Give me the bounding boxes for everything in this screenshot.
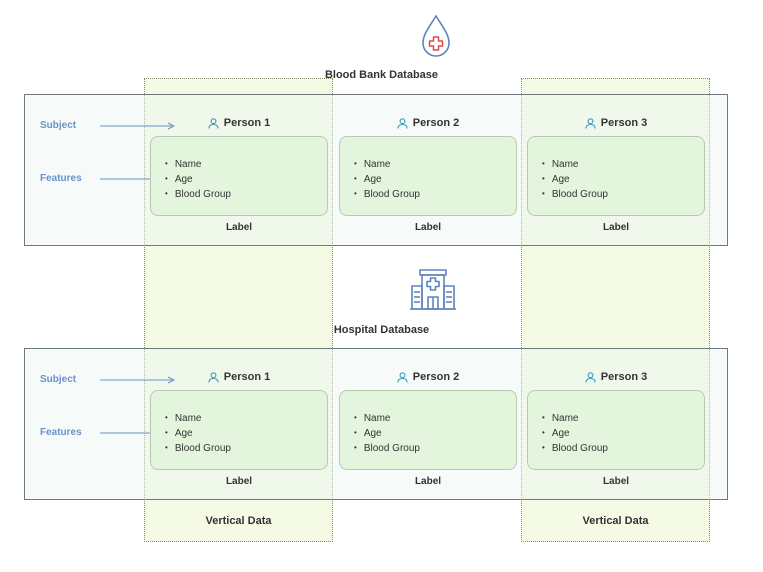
feature-item: Name <box>542 157 704 172</box>
person-header: Person 1 <box>150 371 328 383</box>
feature-item: Blood Group <box>354 441 516 456</box>
person-header: Person 3 <box>527 371 705 383</box>
features-card: Name Age Blood Group <box>527 390 705 470</box>
features-card: Name Age Blood Group <box>339 390 517 470</box>
subject-label: Subject <box>40 120 176 131</box>
feature-item: Age <box>354 426 516 441</box>
feature-item: Blood Group <box>165 187 327 202</box>
feature-item: Name <box>354 157 516 172</box>
person-icon <box>208 371 219 383</box>
person-name: Person 2 <box>412 371 460 383</box>
features-card: Name Age Blood Group <box>339 136 517 216</box>
person-name: Person 3 <box>600 371 648 383</box>
label-text: Label <box>414 222 442 233</box>
label-text: Label <box>225 476 253 487</box>
person-name: Person 3 <box>600 117 648 129</box>
person-header: Person 1 <box>150 117 328 129</box>
feature-item: Age <box>165 172 327 187</box>
feature-item: Age <box>165 426 327 441</box>
person-icon <box>585 117 596 129</box>
person-name: Person 1 <box>223 371 271 383</box>
feature-item: Age <box>354 172 516 187</box>
label-text: Label <box>225 222 253 233</box>
arrow-right-icon <box>100 122 176 129</box>
person-icon <box>397 371 408 383</box>
features-card: Name Age Blood Group <box>527 136 705 216</box>
subject-label: Subject <box>40 374 176 385</box>
feature-item: Blood Group <box>542 187 704 202</box>
features-card: Name Age Blood Group <box>150 390 328 470</box>
person-header: Person 3 <box>527 117 705 129</box>
feature-item: Name <box>165 411 327 426</box>
person-icon <box>397 117 408 129</box>
features-label: Features <box>40 173 176 184</box>
features-card: Name Age Blood Group <box>150 136 328 216</box>
label-text: Label <box>602 476 630 487</box>
hospital-building-icon <box>409 266 457 314</box>
vertical-data-label: Vertical Data <box>205 515 272 527</box>
feature-item: Name <box>354 411 516 426</box>
person-header: Person 2 <box>339 371 517 383</box>
label-text: Label <box>414 476 442 487</box>
blood-drop-icon <box>419 14 453 58</box>
person-name: Person 2 <box>412 117 460 129</box>
hospital-title: Hospital Database <box>333 324 430 336</box>
feature-item: Age <box>542 426 704 441</box>
label-text: Label <box>602 222 630 233</box>
features-label: Features <box>40 427 176 438</box>
feature-item: Name <box>165 157 327 172</box>
vertical-data-label: Vertical Data <box>582 515 649 527</box>
person-header: Person 2 <box>339 117 517 129</box>
feature-item: Blood Group <box>354 187 516 202</box>
blood-bank-title: Blood Bank Database <box>324 69 439 81</box>
feature-item: Blood Group <box>165 441 327 456</box>
person-icon <box>208 117 219 129</box>
feature-item: Blood Group <box>542 441 704 456</box>
person-icon <box>585 371 596 383</box>
feature-item: Name <box>542 411 704 426</box>
person-name: Person 1 <box>223 117 271 129</box>
feature-item: Age <box>542 172 704 187</box>
arrow-right-icon <box>100 376 176 383</box>
